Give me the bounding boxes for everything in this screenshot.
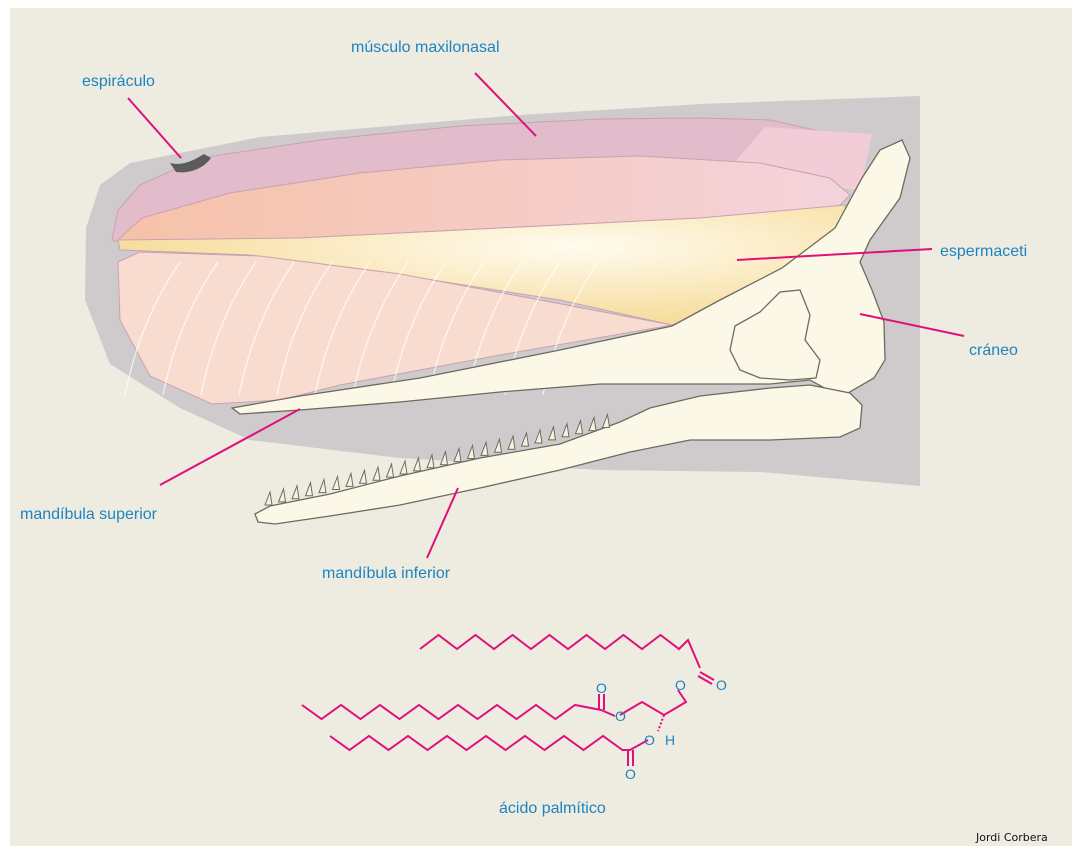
atom-h: H [665, 732, 675, 748]
label-upper-jaw: mandíbula superior [20, 506, 158, 523]
label-skull: cráneo [969, 342, 1018, 359]
leader-spiracle [128, 98, 181, 158]
tooth [360, 470, 367, 483]
atom-o-ester-3: O [644, 732, 655, 748]
tooth [387, 464, 394, 477]
atom-o-ester-2: O [615, 708, 626, 724]
label-palmitic-acid: ácido palmítico [499, 800, 606, 817]
tooth [292, 486, 299, 499]
label-spiracle: espiráculo [82, 73, 155, 90]
tooth [400, 461, 407, 474]
tooth [333, 477, 340, 490]
label-lower-jaw: mandíbula inferior [322, 565, 451, 582]
tooth [279, 489, 286, 502]
atom-o-carbonyl-3: O [625, 766, 636, 782]
tooth [319, 480, 326, 493]
tooth [265, 492, 272, 505]
tooth [414, 458, 421, 471]
image-credit: Jordi Corbera [976, 831, 1048, 844]
palmitic-acid-structure: O O O O O H O [302, 635, 727, 782]
label-spermaceti: espermaceti [940, 243, 1027, 260]
atom-o-ester-1: O [675, 677, 686, 693]
tooth [306, 483, 313, 496]
tooth [373, 467, 380, 480]
atom-o-carbonyl-1: O [716, 677, 727, 693]
fatty-acid-chain-2 [302, 705, 615, 719]
fatty-acid-chain-1 [420, 635, 700, 668]
tooth [346, 473, 353, 486]
stereo-wedge [658, 715, 664, 731]
fatty-acid-chain-3 [330, 736, 648, 750]
label-muscle-maxillonasal: músculo maxilonasal [351, 39, 500, 56]
atom-o-carbonyl-2: O [596, 680, 607, 696]
